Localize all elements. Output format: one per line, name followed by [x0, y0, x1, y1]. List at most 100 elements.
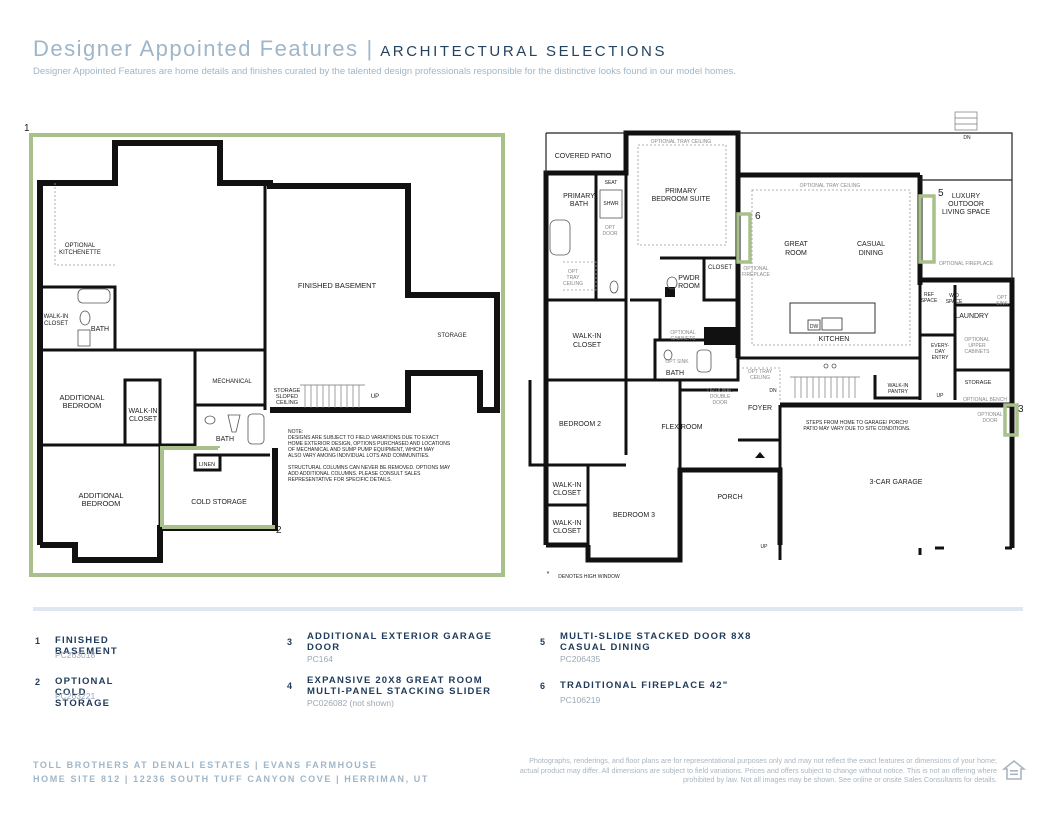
additional-bedroom-label: ADDITIONAL — [59, 393, 104, 402]
optional-double-door-label: DOUBLE — [710, 394, 731, 400]
highlight-finished-basement — [29, 133, 505, 577]
feature-code: PC263018 — [55, 650, 96, 660]
porch-label: PORCH — [717, 494, 742, 501]
marker-5: 5 — [938, 188, 944, 199]
great-room-label: ROOM — [785, 250, 807, 257]
great-room-label: GREAT — [784, 241, 808, 248]
feature-number: 2 — [35, 677, 41, 687]
stair-up-label: UP — [937, 393, 945, 399]
cold-storage-label: COLD STORAGE — [191, 499, 247, 506]
optional-fireplace-label: OPTIONAL FIREPLACE — [939, 261, 994, 267]
stair-down-label: DN — [769, 388, 777, 394]
ref-space-label: REF — [924, 292, 934, 298]
feature-code: PC026082 (not shown) — [307, 698, 394, 708]
walk-in-closet-label: WALK-IN — [573, 333, 602, 340]
marker-2: 2 — [276, 525, 282, 536]
linen-label: LINEN — [199, 462, 215, 468]
title-separator: | — [366, 36, 373, 61]
storage-sloped-label: CEILING — [276, 400, 298, 406]
feature-name: EXPANSIVE 20X8 GREAT ROOM — [307, 675, 483, 686]
bedroom-2-label: BEDROOM 2 — [559, 421, 601, 428]
optional-fireplace-label: FIREPLACE — [742, 272, 770, 278]
primary-bath-label: PRIMARY — [563, 193, 595, 200]
equal-housing-opportunity-icon — [1002, 759, 1026, 780]
basement-plan: 1 2 OPTIONAL KITCHENETTE FINISHED BASEME… — [24, 123, 505, 577]
optional-upper-cabinets-label: UPPER — [968, 343, 986, 349]
wd-space-label: SPACE — [946, 299, 963, 305]
primary-bedroom-label: PRIMARY — [665, 188, 697, 195]
bath-label: BATH — [666, 370, 684, 377]
opt-door-label: DOOR — [603, 231, 618, 237]
highlight-cold-storage — [160, 446, 275, 529]
feature-code: PC206435 — [560, 654, 601, 664]
section-divider — [33, 607, 1023, 611]
optional-door-label: DOOR — [983, 418, 998, 424]
garage-label: 3-CAR GARAGE — [870, 479, 923, 486]
walk-in-closet-label: CLOSET — [129, 416, 158, 423]
storage-sloped-label: STORAGE — [274, 388, 301, 394]
walk-in-pantry-label: WALK-IN — [888, 383, 909, 389]
additional-bedroom-label: BEDROOM — [82, 499, 121, 508]
note-line: NOTE: — [288, 429, 303, 435]
steps-note: PATIO MAY VARY DUE TO SITE CONDITIONS. — [803, 426, 910, 432]
additional-bedroom-label: ADDITIONAL — [78, 491, 123, 500]
feature-code: PC164 — [307, 654, 333, 664]
powder-room-label: ROOM — [678, 283, 700, 290]
note-line: ADD ADDITIONAL COLUMNS. PLEASE CONSULT S… — [288, 471, 421, 477]
note-line: DESIGNS ARE SUBJECT TO FIELD VARIATIONS … — [288, 435, 439, 441]
primary-bedroom-label: BEDROOM SUITE — [652, 196, 711, 203]
storage-sloped-label: SLOPED — [276, 394, 298, 400]
ref-space-label: SPACE — [921, 298, 938, 304]
optional-upper-cabinets-label: CABINETS — [964, 349, 990, 355]
feature-number: 1 — [35, 636, 41, 646]
optional-kitchenette-label: OPTIONAL — [65, 243, 96, 249]
basement-note: NOTE: DESIGNS ARE SUBJECT TO FIELD VARIA… — [288, 429, 451, 483]
feature-name: OPTIONAL COLD STORAGE — [55, 676, 114, 709]
note-line: REPRESENTATIVE FOR SPECIFIC DETAILS. — [288, 477, 392, 483]
opt-door-label: OPT — [605, 225, 615, 231]
walk-in-closet-label: CLOSET — [553, 490, 582, 497]
feature-name: ADDITIONAL EXTERIOR GARAGE — [307, 631, 493, 642]
luxury-outdoor-label: LUXURY — [952, 193, 981, 200]
kitchen-label: KITCHEN — [819, 336, 850, 343]
walk-in-closet-label: WALK-IN — [129, 408, 158, 415]
opt-sink-label: SINK — [996, 301, 1008, 307]
high-window-note: DENOTES HIGH WINDOW — [558, 574, 620, 580]
opt-tray-ceiling-label: CEILING — [563, 281, 583, 287]
feature-name: MULTI-SLIDE STACKED DOOR 8X8 — [560, 631, 752, 642]
feature-name: TRADITIONAL FIREPLACE 42" — [560, 680, 729, 691]
optional-double-door-label: DOOR — [713, 400, 728, 406]
home-site-address: HOME SITE 812 | 12236 SOUTH TUFF CANYON … — [33, 774, 429, 784]
community-name: TOLL BROTHERS AT DENALI ESTATES | EVANS … — [33, 760, 378, 770]
note-line: OF MECHANICAL AND SUMP PUMP EQUIPMENT, W… — [288, 447, 435, 453]
optional-bench-label: OPTIONAL BENCH — [963, 397, 1007, 403]
marker-3: 3 — [1018, 404, 1024, 415]
casual-dining-label: DINING — [859, 250, 884, 257]
main-floor-plan: 6 5 3 COVERED PATIO OPTIONAL TRAY CEILIN… — [528, 111, 1024, 580]
primary-bath-label: BATH — [570, 201, 588, 208]
feature-name: DOOR — [307, 642, 341, 653]
flex-room-label: FLEX ROOM — [661, 424, 702, 431]
stair-up-label: UP — [761, 544, 769, 550]
wd-space-label: W/D — [949, 293, 959, 299]
everyday-entry-label: DAY — [935, 349, 946, 355]
page-subtitle: ARCHITECTURAL SELECTIONS — [380, 43, 668, 60]
optional-fireplace-label: OPTIONAL — [743, 266, 769, 272]
optional-upper-cabinets-label: OPTIONAL — [964, 337, 990, 343]
highlight-stacked-door — [918, 194, 936, 264]
closet-label: CLOSET — [708, 265, 732, 271]
opt-tray-ceiling-label: OPT — [568, 269, 578, 275]
high-window-star: * — [547, 571, 550, 578]
luxury-outdoor-label: OUTDOOR — [948, 201, 984, 208]
feature-name: FINISHED BASEMENT — [55, 635, 118, 657]
feature-number: 3 — [287, 637, 293, 647]
everyday-entry-label: EVERY- — [931, 343, 949, 349]
shower-label: SHWR — [603, 201, 619, 207]
everyday-entry-label: ENTRY — [932, 355, 950, 361]
steps-note: STEPS FROM HOME TO GARAGE/ PORCH/ — [806, 420, 909, 426]
luxury-outdoor-label: LIVING SPACE — [942, 209, 990, 216]
opt-sink-label: OPT SINK — [665, 359, 689, 365]
dishwasher-label: DW — [810, 324, 819, 330]
optional-kitchenette-label: KITCHENETTE — [59, 250, 101, 256]
note-line: HOME EXTERIOR DESIGN, OPTIONS PURCHASED … — [288, 441, 451, 447]
